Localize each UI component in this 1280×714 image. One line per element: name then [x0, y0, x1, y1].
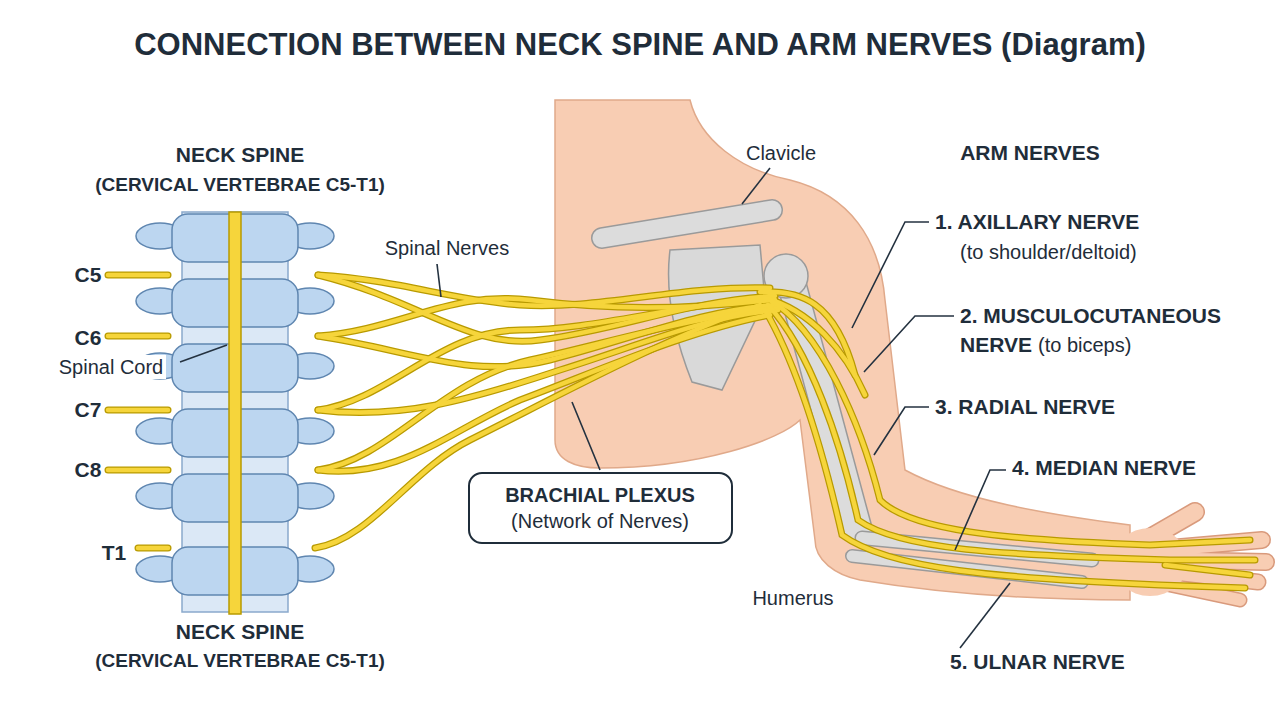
leader-lines: [874, 407, 929, 455]
vertebra-label: C8: [75, 457, 102, 482]
leader-lines: [852, 222, 929, 328]
leader-lines: [960, 583, 1010, 648]
nerve-label: 3. RADIAL NERVE: [935, 394, 1115, 419]
leader-lines: [955, 470, 1006, 550]
leader-lines: [180, 345, 227, 362]
nerve-label: 4. MEDIAN NERVE: [1012, 455, 1196, 480]
part-label: Spinal Nerves: [385, 236, 510, 260]
section-subheading: (CERVICAL VERTEBRAE C5-T1): [95, 174, 385, 197]
vertebra-label: C6: [75, 325, 102, 350]
part-label: Spinal Cord: [56, 355, 167, 379]
nerves: [108, 275, 1255, 588]
leader-lines: [572, 402, 600, 470]
vertebra-label: C7: [75, 397, 102, 422]
section-heading: NECK SPINE: [176, 619, 304, 644]
nerves: [108, 275, 1255, 588]
diagram-title: CONNECTION BETWEEN NECK SPINE AND ARM NE…: [134, 26, 1146, 63]
bones: [602, 210, 772, 238]
leader-lines: [742, 168, 770, 204]
part-label: Humerus: [752, 586, 833, 610]
section-subheading: (CERVICAL VERTEBRAE C5-T1): [95, 650, 385, 673]
group-box: BRACHIAL PLEXUS(Network of Nerves): [468, 472, 733, 544]
box-heading: BRACHIAL PLEXUS: [505, 482, 695, 508]
nerves: [108, 275, 1255, 588]
nerve-label: 1. AXILLARY NERVE: [935, 209, 1139, 234]
vertebra-label: C5: [75, 262, 102, 287]
vertebra-label: T1: [102, 540, 127, 565]
section-heading: ARM NERVES: [960, 140, 1100, 165]
leader-lines: [180, 168, 1010, 648]
spinal-cord: [229, 212, 241, 614]
leader-lines: [864, 316, 954, 372]
box-subtext: (Network of Nerves): [511, 508, 689, 534]
leader-lines: [437, 264, 441, 297]
nerve-label: 5. ULNAR NERVE: [950, 649, 1125, 674]
nerve-note: (to biceps): [1038, 333, 1131, 357]
nerve-note: (to shoulder/deltoid): [960, 240, 1137, 264]
bones: [602, 210, 772, 238]
section-heading: NECK SPINE: [176, 142, 304, 167]
part-label: Clavicle: [746, 141, 816, 165]
